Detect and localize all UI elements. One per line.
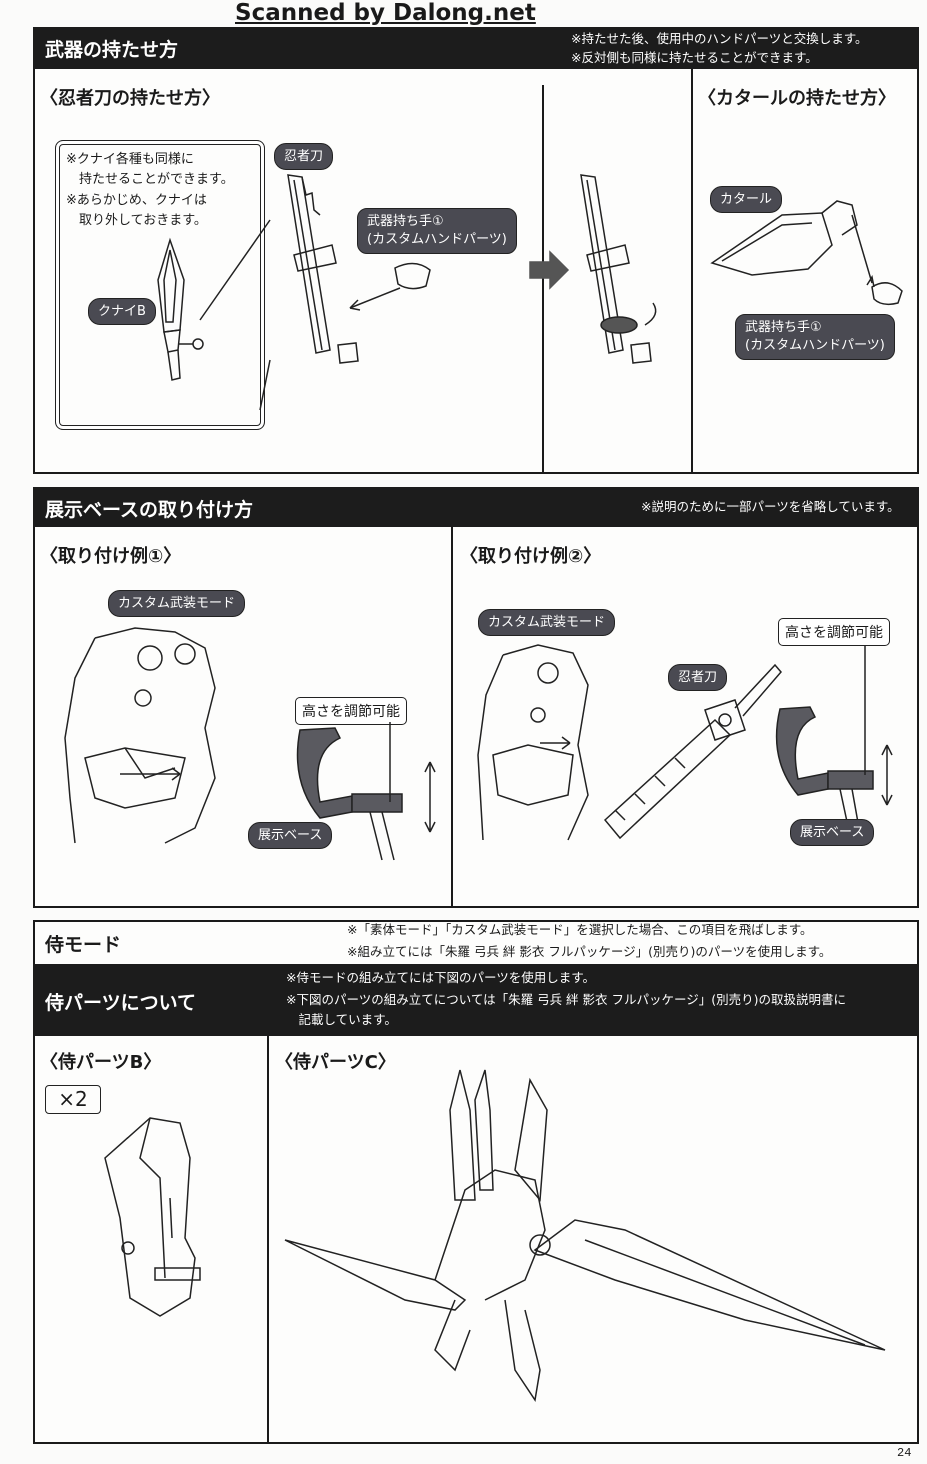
example1-mode-label: カスタム武装モード	[108, 590, 246, 617]
base-section	[33, 487, 919, 908]
divider	[267, 1036, 269, 1444]
katar-title: 〈カタールの持たせ方〉	[698, 88, 896, 109]
example2-mode-label: カスタム武装モード	[478, 609, 616, 636]
samurai-parts-note-3: 記載しています。	[286, 1012, 397, 1027]
weapon-note-1: ※持たせた後、使用中のハンドパーツと交換します。	[571, 31, 868, 46]
example2-title: 〈取り付け例②〉	[460, 546, 602, 567]
example1-title: 〈取り付け例①〉	[40, 546, 182, 567]
divider	[542, 85, 544, 473]
example2-height-label: 高さを調節可能	[778, 618, 890, 646]
page-number: 24	[897, 1446, 912, 1460]
base-section-header: 展示ベースの取り付け方 ※説明のために一部パーツを省略しています。	[33, 487, 919, 527]
weapon-section-title: 武器の持たせ方	[45, 39, 179, 61]
callout-lines	[199, 219, 271, 411]
figure-illustration	[64, 627, 216, 844]
samurai-parts-title: 侍パーツについて	[45, 992, 197, 1014]
ninja-sword-label: 忍者刀	[274, 143, 334, 170]
part-b-title: 〈侍パーツB〉	[40, 1052, 162, 1073]
kunai-note-1: ※クナイ各種も同様に	[66, 152, 194, 167]
katar-illustration	[710, 200, 903, 306]
watermark: Scanned by Dalong.net	[235, 0, 536, 26]
example2-sword-label: 忍者刀	[668, 664, 728, 691]
hand-part-label: 武器持ち手① (カスタムハンドパーツ)	[357, 208, 517, 254]
kunai-illustration	[157, 237, 204, 381]
katar-hand-part-label: 武器持ち手① (カスタムハンドパーツ)	[735, 314, 895, 360]
assembled-sword-illustration	[580, 174, 657, 364]
samurai-part-b-illustration	[104, 1117, 201, 1317]
example1-height-label: 高さを調節可能	[295, 697, 407, 725]
example2-base-label: 展示ベース	[790, 819, 875, 846]
weapon-section-header: 武器の持たせ方 ※持たせた後、使用中のハンドパーツと交換します。 ※反対側も同様…	[33, 27, 919, 69]
samurai-parts-note-1: ※侍モードの組み立てには下図のパーツを使用します。	[286, 970, 595, 985]
kunai-note-3: ※あらかじめ、クナイは	[66, 193, 207, 208]
divider	[691, 69, 693, 473]
quantity-badge: ×2	[45, 1085, 101, 1114]
samurai-parts-note-2: ※下図のパーツの組み立てについては「朱羅 弓兵 絆 影衣 フルパッケージ」(別売…	[286, 992, 846, 1007]
ninja-sword-on-base-illustration	[603, 663, 782, 840]
part-c-title: 〈侍パーツC〉	[275, 1052, 396, 1073]
ninja-sword-title: 〈忍者刀の持たせ方〉	[40, 88, 220, 109]
kunai-note-2: 持たせることができます。	[66, 172, 234, 187]
katar-label: カタール	[710, 186, 783, 213]
samurai-part-c-illustration	[284, 1069, 886, 1402]
base-section-note: ※説明のために一部パーツを省略しています。	[641, 499, 900, 514]
samurai-parts-header: 侍パーツについて ※侍モードの組み立てには下図のパーツを使用します。 ※下図のパ…	[33, 964, 919, 1036]
hand-part-illustration	[349, 262, 431, 311]
samurai-mode-note-1: ※「素体モード」「カスタム武装モード」を選択した場合、この項目を飛ばします。	[347, 922, 813, 937]
kunai-b-label: クナイB	[88, 298, 156, 325]
weapon-note-2: ※反対側も同様に持たせることができます。	[571, 50, 818, 65]
samurai-mode-title: 侍モード	[45, 934, 122, 956]
display-base-illustration-2	[540, 645, 893, 846]
example1-base-label: 展示ベース	[248, 822, 333, 849]
arrow-right-icon	[529, 250, 570, 290]
ninja-sword-illustration	[287, 174, 359, 364]
base-section-title: 展示ベースの取り付け方	[45, 499, 254, 521]
display-base-illustration	[120, 722, 436, 861]
divider	[451, 527, 453, 907]
kunai-note-box	[55, 140, 265, 430]
samurai-mode-note-2: ※組み立てには「朱羅 弓兵 絆 影衣 フルパッケージ」(別売り)のパーツを使用し…	[347, 944, 832, 959]
kunai-note-4: 取り外しておきます。	[66, 213, 207, 228]
figure-with-sword-illustration	[477, 644, 589, 841]
